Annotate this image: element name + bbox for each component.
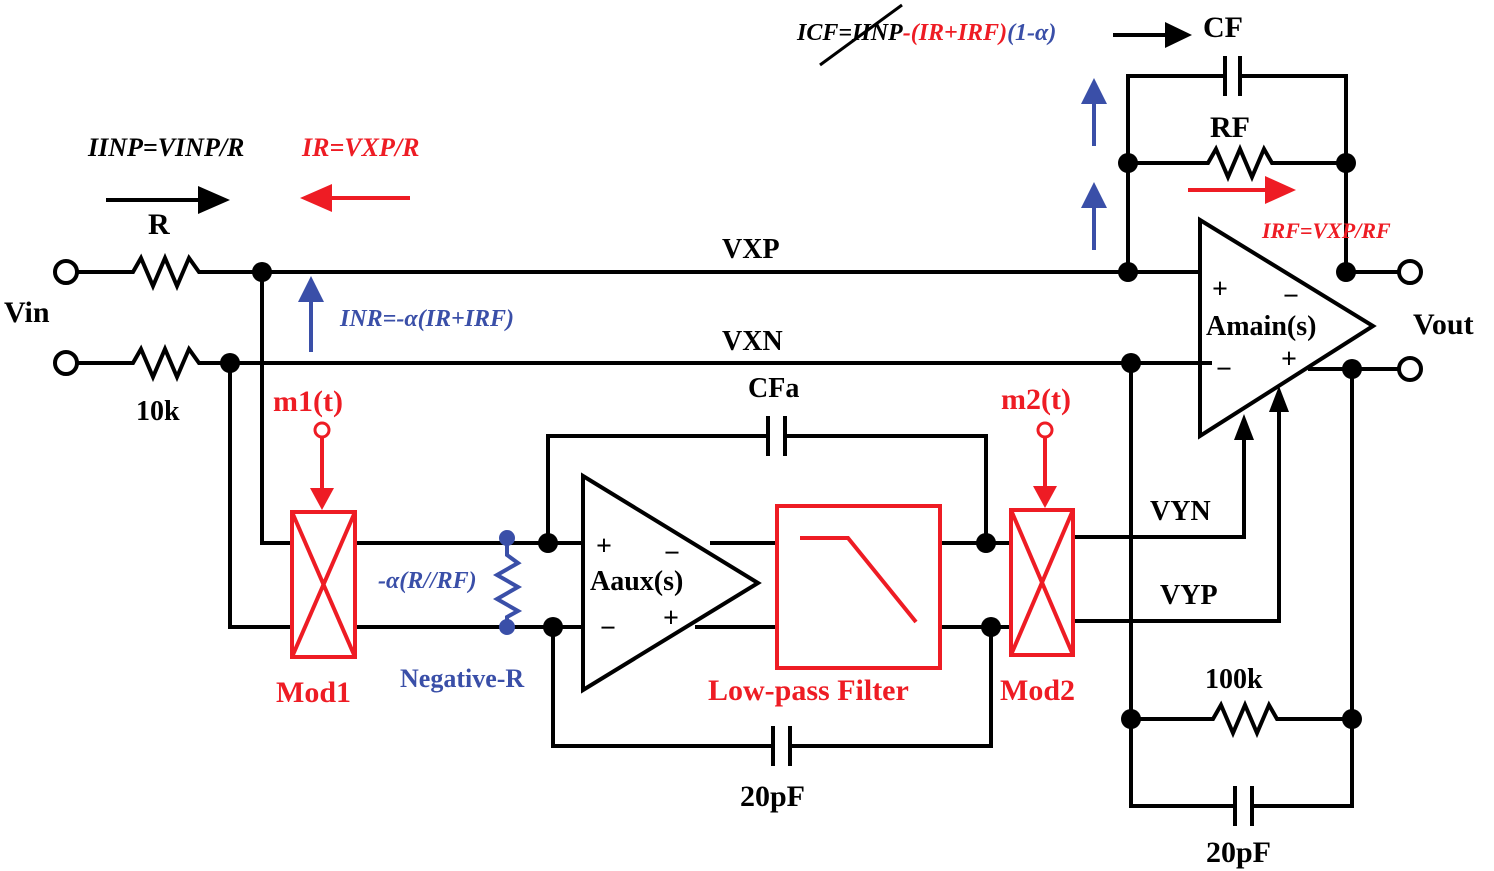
r-label: R <box>148 208 170 241</box>
icf-strikethrough <box>819 3 903 67</box>
inr-arrow <box>298 276 324 352</box>
vout-label: Vout <box>1413 308 1474 341</box>
modulator-2 <box>1009 508 1075 657</box>
negative-r-label: Negative-R <box>400 664 524 693</box>
amain-plus-bottom: + <box>1281 344 1297 375</box>
icf-arrow <box>1113 22 1192 48</box>
aux-amplifier <box>581 472 762 694</box>
resistor-r <box>123 252 209 292</box>
main-amplifier <box>1198 216 1377 440</box>
irf-arrow <box>1188 176 1296 204</box>
amain-minus-top: − <box>1283 281 1299 312</box>
c20pf-aux-label: 20pF <box>740 780 805 813</box>
vyp-label: VYP <box>1160 580 1218 611</box>
vin-p-terminal <box>53 259 79 285</box>
blue-up-arrow-upper <box>1081 78 1107 146</box>
m1-clock-input <box>310 421 334 510</box>
aux-minus-bottom: − <box>600 613 616 644</box>
negative-resistor <box>492 543 523 627</box>
amain-plus-top: + <box>1212 274 1228 305</box>
vin-n-terminal <box>53 350 79 376</box>
capacitor-20pf-aux <box>771 726 792 766</box>
inr-equation: INR=-α(IR+IRF) <box>339 306 514 332</box>
cfa-label: CFa <box>748 373 799 404</box>
mod1-label: Mod1 <box>276 676 351 709</box>
aux-plus-top: + <box>596 531 612 562</box>
rf-label: RF <box>1210 111 1250 144</box>
mod2-label: Mod2 <box>1000 674 1075 707</box>
capacitor-cf <box>1223 56 1242 96</box>
junction-dots <box>220 153 1362 729</box>
iinp-equation: IINP=VINP/R <box>87 133 244 162</box>
vout-p-terminal <box>1397 259 1423 285</box>
icf-equation-red: -(IR+IRF) <box>903 20 1007 46</box>
low-pass-filter <box>775 504 942 670</box>
vyn-label: VYN <box>1150 496 1211 527</box>
blue-up-arrow-lower <box>1081 182 1107 250</box>
aux-minus-top: − <box>664 538 680 569</box>
resistor-100k <box>1203 699 1283 739</box>
icf-equation-blue: (1-α) <box>1007 20 1056 46</box>
ir-arrow <box>300 184 410 212</box>
vxn-label: VXN <box>722 326 783 357</box>
m2-clock-input <box>1033 421 1057 508</box>
modulator-1 <box>290 510 357 659</box>
cf-label: CF <box>1203 11 1243 44</box>
vyp-arrow <box>1269 386 1289 412</box>
capacitor-20pf-out <box>1233 786 1254 826</box>
r10k-label: 10k <box>136 396 180 427</box>
resistor-10k <box>123 343 209 383</box>
m2-label: m2(t) <box>1001 383 1071 416</box>
vxp-label: VXP <box>722 234 780 265</box>
vyn-arrow <box>1234 414 1254 440</box>
r100k-label: 100k <box>1205 664 1263 695</box>
wires <box>76 74 1400 808</box>
c20pf-out-label: 20pF <box>1206 836 1271 869</box>
icf-equation-prefix: ICF=IINP <box>796 20 903 46</box>
aux-label: Aaux(s) <box>590 566 683 597</box>
icf-equation: ICF=IINP-(IR+IRF)(1-α) <box>796 20 1056 46</box>
irf-equation: IRF=VXP/RF <box>1261 218 1391 243</box>
resistor-rf <box>1198 143 1278 183</box>
m1-label: m1(t) <box>273 385 343 418</box>
negative-r-value: -α(R//RF) <box>378 568 477 594</box>
amain-label: Amain(s) <box>1206 311 1316 342</box>
vin-label: Vin <box>4 296 50 329</box>
ir-equation: IR=VXP/R <box>301 133 419 162</box>
iinp-arrow <box>106 186 230 214</box>
vout-n-terminal <box>1397 356 1423 382</box>
amain-minus-bottom: − <box>1216 354 1232 385</box>
capacitor-cfa <box>766 416 787 456</box>
lpf-label: Low-pass Filter <box>708 674 909 707</box>
aux-plus-bottom: + <box>663 603 679 634</box>
